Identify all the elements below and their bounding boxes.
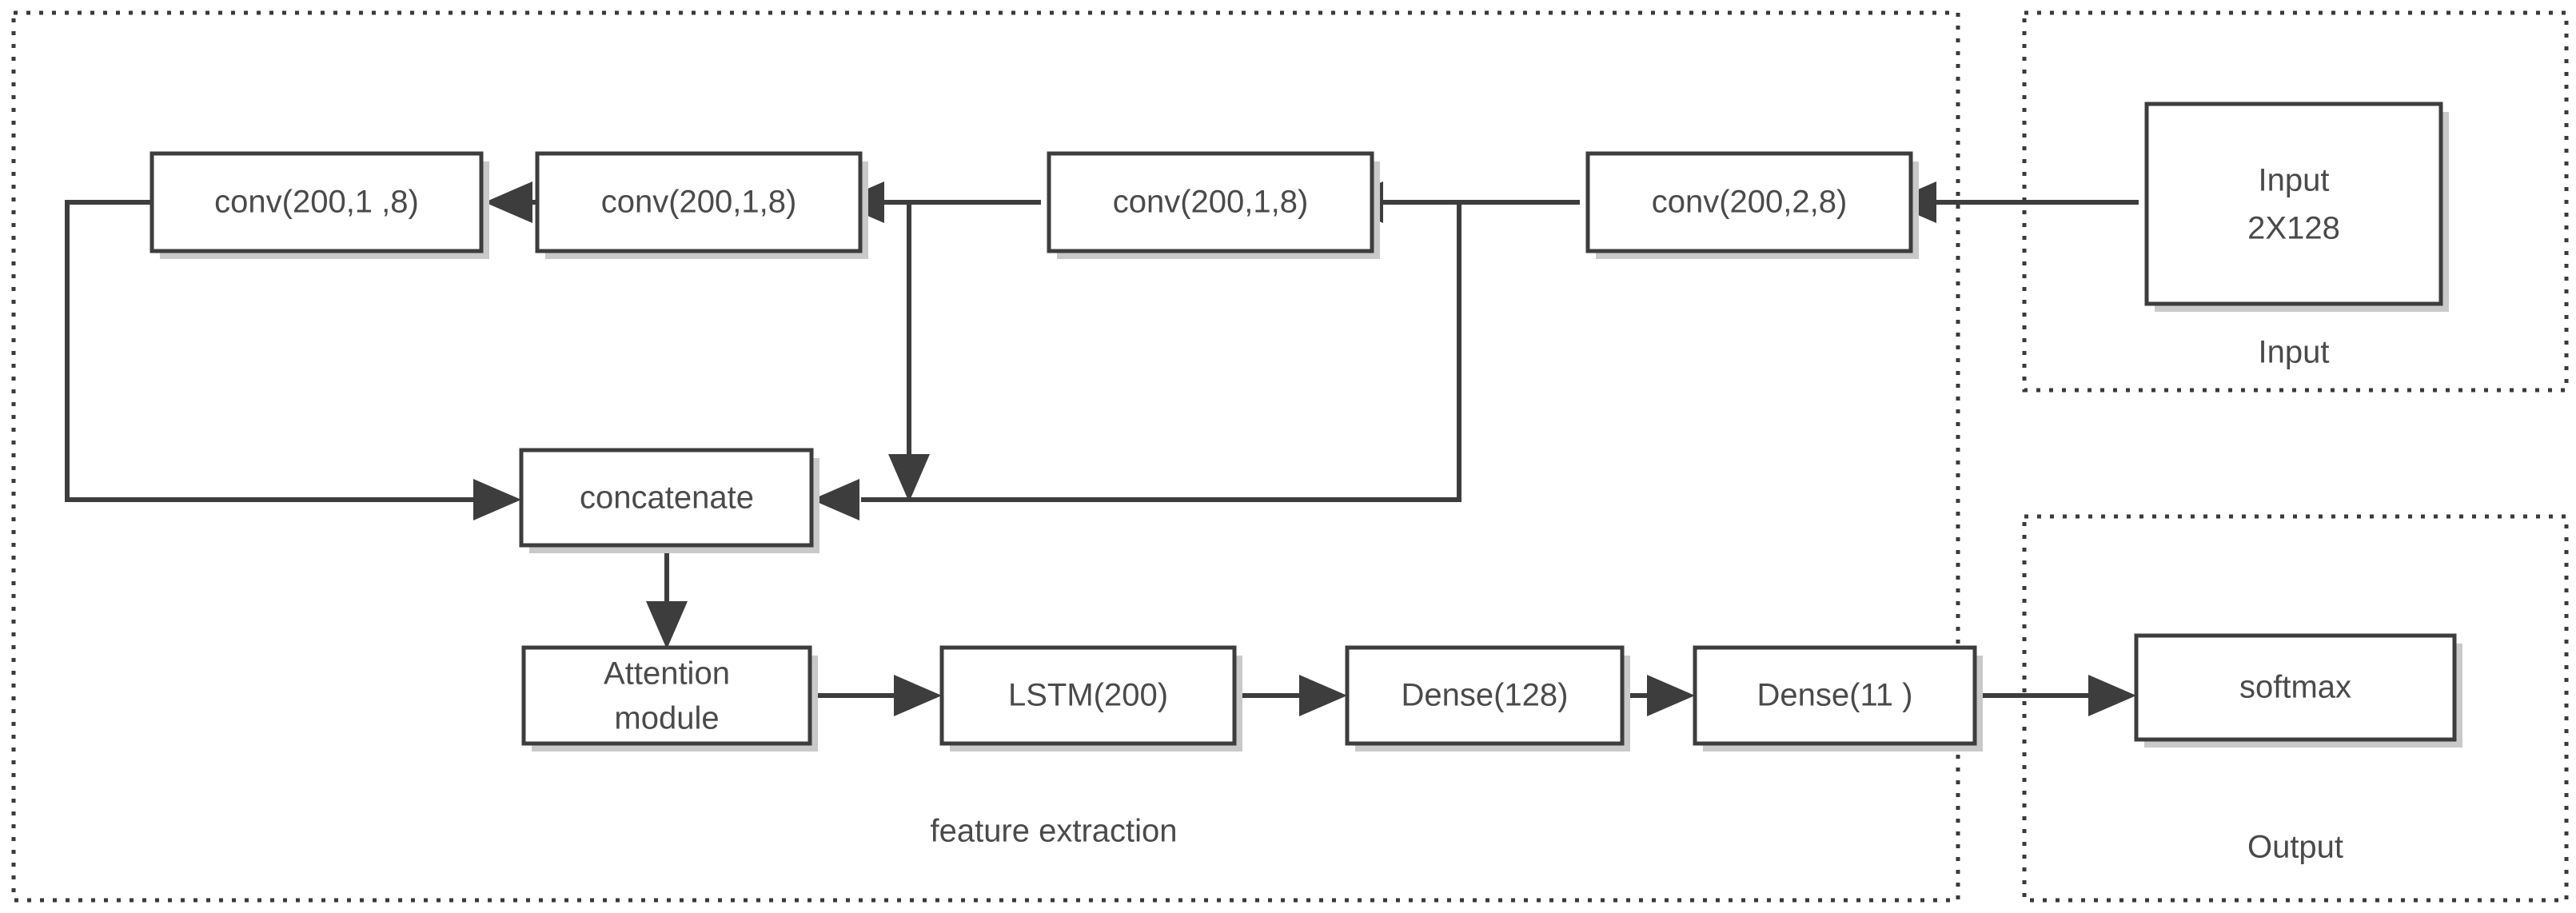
edge-conv1-to-concatenate: [65, 200, 521, 520]
edge-dense11-to-softmax: [1975, 675, 2136, 716]
edge-conv2-branch-to-concatenate: [888, 202, 930, 502]
group-border-output: [2022, 514, 2569, 903]
node-conv2[interactable]: conv(200,1,8): [535, 151, 868, 259]
arrowhead-right: [894, 675, 942, 716]
edge-lstm-to-dense128: [1234, 675, 1347, 716]
arrowhead-left: [484, 181, 532, 223]
node-softmax-label: softmax: [2239, 670, 2351, 705]
group-caption-output: Output: [2247, 830, 2343, 865]
node-input-block[interactable]: Input 2X128: [2144, 102, 2449, 312]
node-conv3[interactable]: conv(200,1,8): [1047, 151, 1380, 259]
edge-conv2-to-conv1: [484, 181, 537, 223]
node-conv2-label: conv(200,1,8): [601, 185, 797, 220]
node-dense11-label: Dense(11 ): [1757, 678, 1913, 713]
edge-attention-to-lstm: [810, 675, 942, 716]
node-conv3-label: conv(200,1,8): [1113, 185, 1309, 220]
group-caption-input: Input: [2259, 335, 2330, 370]
node-concatenate[interactable]: concatenate: [519, 448, 819, 553]
node-concatenate-label: concatenate: [580, 480, 754, 516]
node-input-block-label-line2: 2X128: [2247, 211, 2340, 246]
arrowhead-right: [473, 479, 521, 520]
node-conv4-label: conv(200,2,8): [1652, 185, 1848, 220]
group-caption-feature-extraction: feature extraction: [930, 814, 1177, 849]
node-lstm-label: LSTM(200): [1008, 678, 1168, 713]
arrowhead-right: [2088, 675, 2136, 716]
arrowhead-right: [1299, 675, 1347, 716]
node-attention-module-label-line2: module: [614, 701, 719, 736]
arrowhead-down: [888, 454, 930, 502]
node-dense11[interactable]: Dense(11 ): [1693, 645, 1983, 752]
edge-concatenate-to-attention: [646, 545, 688, 649]
arrowhead-right: [1647, 675, 1695, 716]
edge-dense128-to-dense11: [1622, 675, 1695, 716]
arrowhead-left: [811, 479, 859, 520]
arrowhead-down: [646, 601, 688, 649]
group-border-feature-extraction: [11, 10, 1960, 903]
node-attention-module-label-line1: Attention: [604, 656, 730, 692]
node-lstm[interactable]: LSTM(200): [939, 645, 1242, 752]
node-dense128[interactable]: Dense(128): [1345, 645, 1630, 752]
node-input-block-label-line1: Input: [2259, 163, 2330, 198]
node-conv1[interactable]: conv(200,1 ,8): [150, 151, 489, 259]
node-attention-module[interactable]: Attention module: [521, 645, 818, 752]
node-conv1-label: conv(200,1 ,8): [214, 185, 419, 220]
node-softmax[interactable]: softmax: [2134, 633, 2462, 748]
edge-input-to-conv4: [1888, 181, 2139, 223]
edge-conv4-branch-to-concatenate: [811, 202, 1461, 520]
node-conv4[interactable]: conv(200,2,8): [1585, 151, 1919, 259]
node-dense128-label: Dense(128): [1401, 678, 1568, 713]
